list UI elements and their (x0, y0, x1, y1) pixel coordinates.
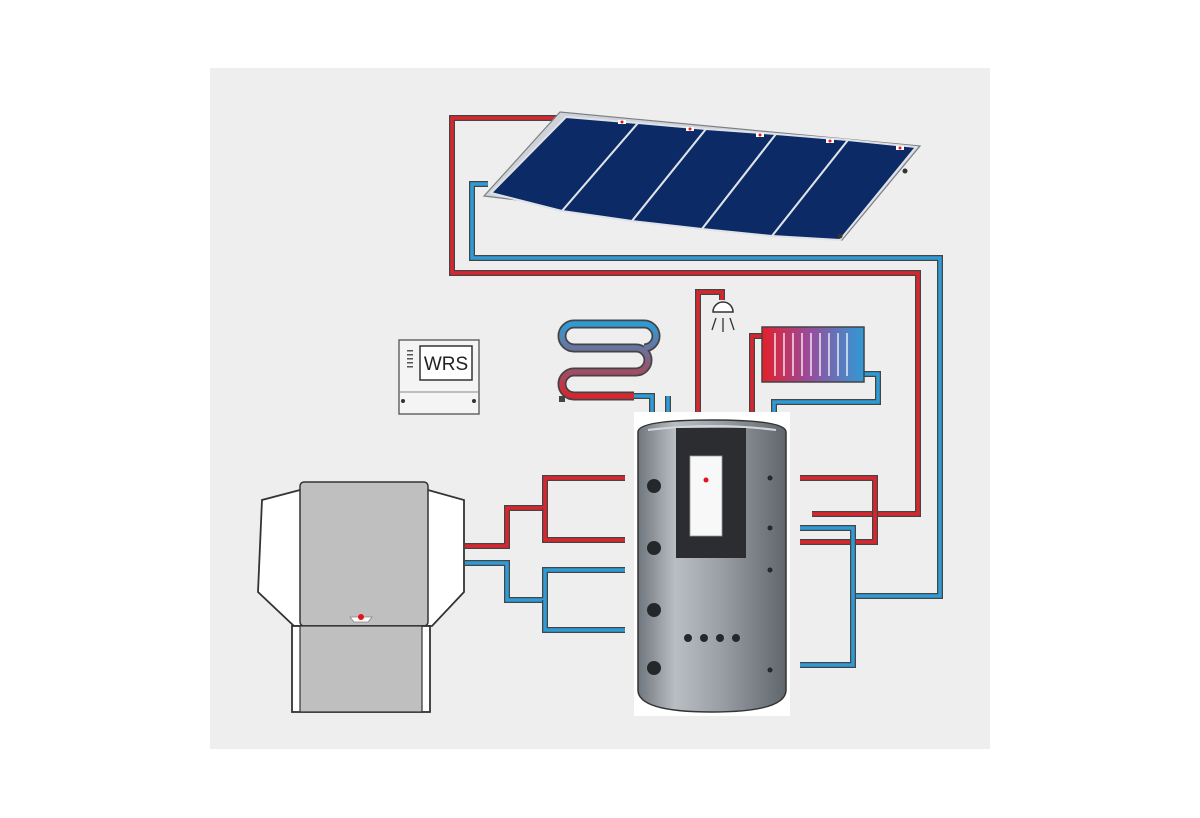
tank-right-cold-pipes (800, 525, 856, 668)
radiator-icon (761, 326, 865, 383)
controller-label: WRS (424, 354, 468, 375)
boiler-hot-pipes (465, 475, 625, 549)
tank-front-ports (684, 634, 740, 642)
tank-right-hot-pipes (800, 475, 878, 545)
floor-heating-coil (557, 319, 661, 402)
solar-cold-pipe (469, 181, 943, 599)
solar-collector-array (482, 111, 922, 242)
boiler-logo (349, 614, 373, 623)
boiler-unit (257, 481, 465, 713)
solar-hot-pipe (449, 115, 921, 517)
floor-heating-pipes (634, 393, 671, 412)
shower-pipe (695, 289, 725, 412)
controller-unit: WRS (398, 339, 480, 415)
solar-panel (770, 138, 918, 242)
storage-tank (634, 412, 790, 716)
boiler-cold-pipes (465, 560, 625, 633)
pipes (449, 115, 943, 668)
controller-display (419, 345, 473, 381)
shower-icon (711, 301, 735, 332)
tank-left-ports (647, 479, 661, 675)
radiator-pipes (749, 333, 881, 412)
